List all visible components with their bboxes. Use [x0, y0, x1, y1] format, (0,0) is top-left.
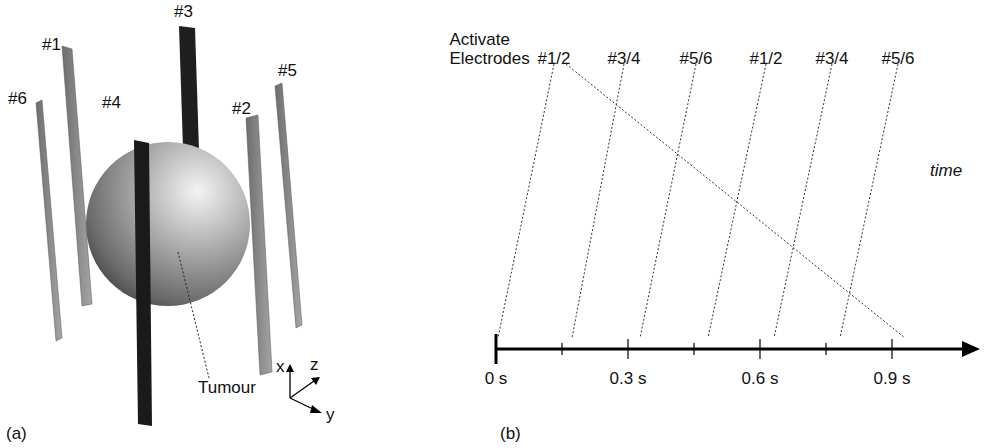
electrode-pair: #5/6 — [679, 50, 712, 69]
callout-number: #1 — [42, 36, 61, 55]
electrode-pair: #1/2 — [537, 50, 570, 69]
tick-label: 0.6 s — [742, 370, 779, 389]
axis-label: x — [276, 358, 285, 377]
electrode-pair: #3/4 — [607, 50, 640, 69]
part-label: Tumour — [198, 379, 256, 398]
electrode — [246, 115, 272, 375]
time-axis — [496, 334, 980, 364]
electrode — [134, 140, 152, 426]
panel-label: (b) — [500, 425, 521, 444]
activation-lines — [498, 64, 905, 338]
callout-number: #4 — [102, 94, 121, 113]
electrode — [36, 100, 62, 341]
callout-number: #2 — [232, 100, 251, 119]
axis-title: time — [930, 162, 962, 181]
electrode — [275, 83, 302, 328]
electrode-pair: #5/6 — [881, 50, 914, 69]
axis-label: z — [310, 356, 319, 375]
electrode — [179, 26, 199, 150]
electrode — [62, 46, 92, 306]
heading-label: Activate Electrodes — [449, 31, 533, 68]
tick-label: 0.9 s — [874, 370, 911, 389]
tick-label: 0.3 s — [610, 370, 647, 389]
leader-line — [178, 252, 209, 378]
tumour-sphere — [86, 142, 250, 306]
electrode-pair: #3/4 — [815, 50, 848, 69]
callout-number: #6 — [8, 90, 27, 109]
axis-label: y — [326, 406, 335, 425]
panel-label: (a) — [6, 425, 27, 444]
callout-number: #3 — [174, 3, 193, 22]
callout-number: #5 — [278, 62, 297, 81]
tick-label: 0 s — [485, 370, 508, 389]
electrode-pair: #1/2 — [749, 50, 782, 69]
